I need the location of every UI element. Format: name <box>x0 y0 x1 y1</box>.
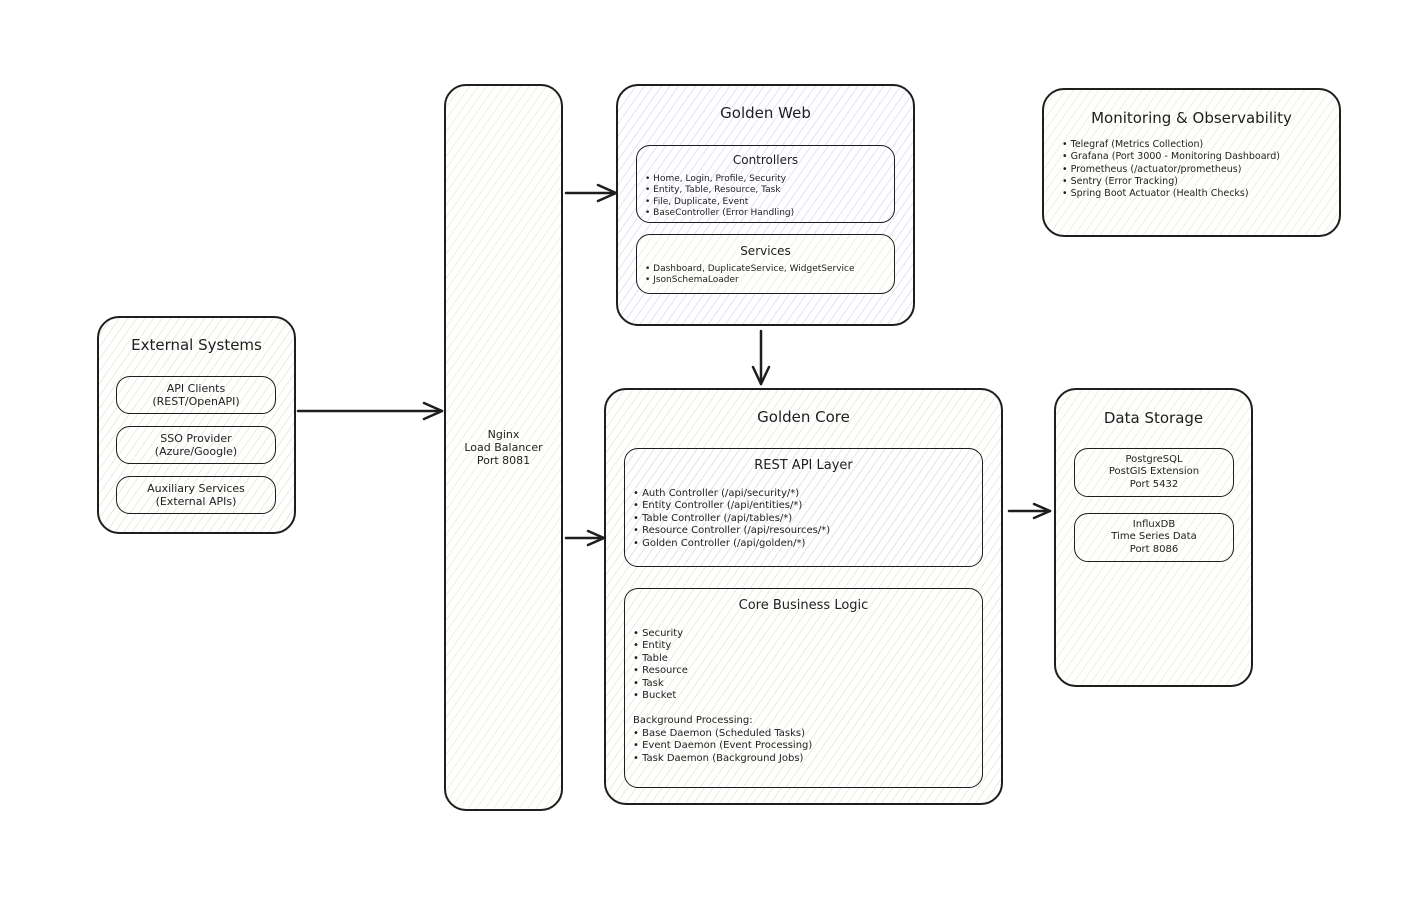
background-processing-list: Base Daemon (Scheduled Tasks) Event Daem… <box>633 728 812 765</box>
list-item: Sentry (Error Tracking) <box>1062 176 1280 188</box>
list-item: Resource Controller (/api/resources/*) <box>633 525 830 537</box>
controllers-title: Controllers <box>732 153 799 167</box>
auxiliary-services-label: Auxiliary Services <box>147 482 245 495</box>
rest-api-layer-box[interactable]: REST API Layer Auth Controller (/api/sec… <box>624 448 983 567</box>
load-balancer-label: Load Balancer <box>464 441 543 454</box>
influxdb-detail: Time Series Data <box>1111 531 1197 543</box>
list-item: Auth Controller (/api/security/*) <box>633 488 830 500</box>
list-item: Entity, Table, Resource, Task <box>645 185 794 196</box>
data-storage-title: Data Storage <box>1103 409 1204 427</box>
controllers-box[interactable]: Controllers Home, Login, Profile, Securi… <box>636 145 895 223</box>
services-list: Dashboard, DuplicateService, WidgetServi… <box>645 264 855 287</box>
list-item: File, Duplicate, Event <box>645 197 794 208</box>
auxiliary-services-detail: (External APIs) <box>155 495 237 508</box>
api-clients-label: API Clients <box>166 382 226 395</box>
list-item: Spring Boot Actuator (Health Checks) <box>1062 188 1280 200</box>
list-item: Dashboard, DuplicateService, WidgetServi… <box>645 264 854 275</box>
api-clients-box[interactable]: API Clients (REST/OpenAPI) <box>116 376 276 414</box>
monitoring-title: Monitoring & Observability <box>1091 109 1292 127</box>
business-logic-list: Security Entity Table Resource Task Buck… <box>633 628 688 702</box>
arrow-core-to-storage <box>1007 502 1052 520</box>
postgresql-label: PostgreSQL <box>1125 453 1183 465</box>
controllers-list: Home, Login, Profile, Security Entity, T… <box>645 174 794 219</box>
list-item: Event Daemon (Event Processing) <box>633 740 812 752</box>
list-item: JsonSchemaLoader <box>645 275 855 286</box>
nginx-label: Nginx <box>487 428 520 441</box>
nginx-load-balancer-box[interactable]: Nginx Load Balancer Port 8081 <box>444 84 563 811</box>
api-clients-detail: (REST/OpenAPI) <box>152 395 240 408</box>
sso-provider-box[interactable]: SSO Provider (Azure/Google) <box>116 426 276 464</box>
arrow-nginx-to-web <box>564 183 618 203</box>
external-systems-title: External Systems <box>131 336 262 354</box>
postgis-label: PostGIS Extension <box>1108 466 1200 478</box>
background-processing-heading: Background Processing: <box>633 715 753 726</box>
list-item: Prometheus (/actuator/prometheus) <box>1062 164 1280 176</box>
monitoring-box[interactable]: Monitoring & Observability Telegraf (Met… <box>1042 88 1341 237</box>
list-item: Resource <box>633 665 688 677</box>
list-item: Table Controller (/api/tables/*) <box>633 513 830 525</box>
list-item: Task Daemon (Background Jobs) <box>633 753 812 765</box>
list-item: Table <box>633 653 688 665</box>
nginx-port-label: Port 8081 <box>476 454 531 467</box>
rest-api-layer-title: REST API Layer <box>754 458 853 473</box>
list-item: Grafana (Port 3000 - Monitoring Dashboar… <box>1062 151 1280 163</box>
arrow-web-to-core <box>751 329 771 386</box>
golden-web-title: Golden Web <box>720 104 811 122</box>
sso-provider-detail: (Azure/Google) <box>154 445 238 458</box>
list-item: BaseController (Error Handling) <box>645 208 794 219</box>
sso-provider-label: SSO Provider <box>160 432 232 445</box>
list-item: Home, Login, Profile, Security <box>645 174 794 185</box>
core-business-logic-title: Core Business Logic <box>738 598 869 613</box>
list-item: Golden Controller (/api/golden/*) <box>633 538 830 550</box>
influxdb-box[interactable]: InfluxDB Time Series Data Port 8086 <box>1074 513 1234 562</box>
influxdb-label: InfluxDB <box>1132 518 1176 530</box>
list-item: Entity Controller (/api/entities/*) <box>633 500 830 512</box>
list-item: Bucket <box>633 690 688 702</box>
golden-core-title: Golden Core <box>757 408 850 426</box>
influxdb-port: Port 8086 <box>1129 543 1179 555</box>
services-box[interactable]: Services Dashboard, DuplicateService, Wi… <box>636 234 895 294</box>
services-title: Services <box>740 244 791 258</box>
postgresql-box[interactable]: PostgreSQL PostGIS Extension Port 5432 <box>1074 448 1234 497</box>
monitoring-list: Telegraf (Metrics Collection) Grafana (P… <box>1062 139 1280 200</box>
auxiliary-services-box[interactable]: Auxiliary Services (External APIs) <box>116 476 276 514</box>
postgresql-port: Port 5432 <box>1129 478 1179 490</box>
rest-api-list: Auth Controller (/api/security/*) Entity… <box>633 488 830 550</box>
core-business-logic-box[interactable]: Core Business Logic Security Entity Tabl… <box>624 588 983 788</box>
list-item: Base Daemon (Scheduled Tasks) <box>633 728 812 740</box>
list-item: Security <box>633 628 688 640</box>
list-item: Entity <box>633 640 688 652</box>
arrow-nginx-to-core <box>564 529 606 547</box>
arrow-external-to-nginx <box>296 401 444 421</box>
list-item: Telegraf (Metrics Collection) <box>1062 139 1280 151</box>
list-item: Task <box>633 678 688 690</box>
